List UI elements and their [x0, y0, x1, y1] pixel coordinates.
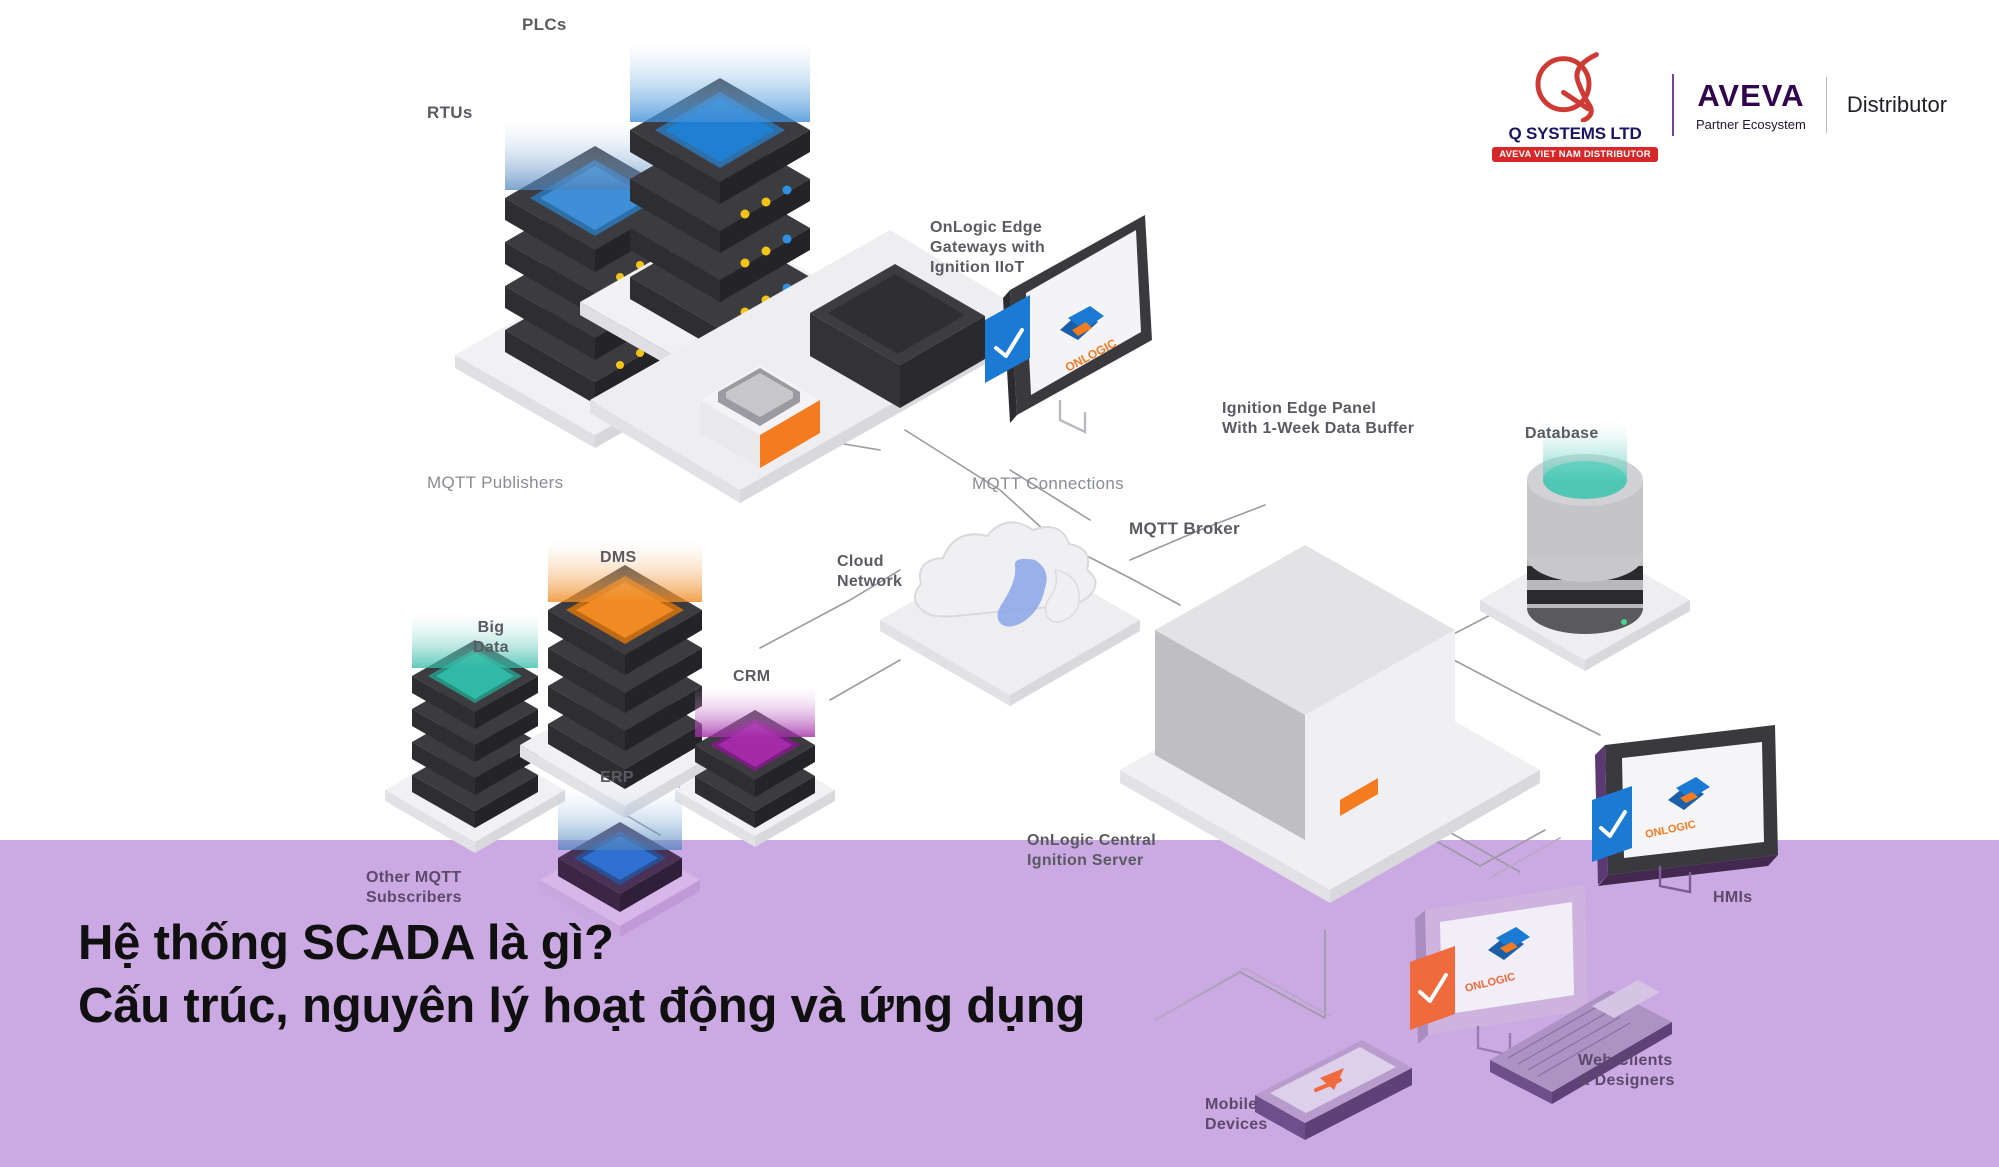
- distributor-label: Distributor: [1846, 92, 1948, 117]
- erp-stack: [540, 788, 700, 937]
- label-cloud-network: Cloud Network: [837, 553, 903, 590]
- label-plcs: PLCs: [522, 15, 567, 34]
- label-mobile-devices: Mobile Devices: [1205, 1096, 1268, 1133]
- label-hmis: HMIs: [1713, 889, 1753, 906]
- aveva-wordmark: AVEVA: [1697, 78, 1805, 113]
- ignition-edge-monitor: ONLOGIC: [985, 215, 1152, 434]
- brand-lockup: Q SYSTEMS LTD AVEVA VIET NAM DISTRIBUTOR…: [1492, 48, 1948, 162]
- label-web-clients-designers: Web Clients & Designers: [1578, 1052, 1675, 1089]
- crm-stack: [675, 686, 835, 847]
- label-other-mqtt-subscribers: Other MQTT Subscribers: [366, 869, 462, 906]
- big-data-stack: [385, 612, 565, 853]
- brand-divider-1: [1672, 74, 1674, 136]
- aveva-tagline: Partner Ecosystem: [1696, 117, 1806, 132]
- label-big-data: Big Data: [473, 619, 509, 656]
- q-systems-logo: Q SYSTEMS LTD AVEVA VIET NAM DISTRIBUTOR: [1492, 48, 1658, 162]
- cloud-network-node: [880, 521, 1140, 706]
- poster-title: Hệ thống SCADA là gì? Cấu trúc, nguyên l…: [78, 912, 1228, 1037]
- keyboard: [1490, 980, 1672, 1104]
- label-ignition-edge-panel: Ignition Edge Panel With 1-Week Data Buf…: [1222, 400, 1415, 437]
- title-line-1: Hệ thống SCADA là gì?: [78, 916, 614, 970]
- bottom-color-band: [0, 840, 1999, 1167]
- title-line-2: Cấu trúc, nguyên lý hoạt động và ứng dụn…: [78, 978, 1086, 1033]
- central-ignition-server: [1120, 545, 1540, 903]
- label-onlogic-edge-gateways: OnLogic Edge Gateways with Ignition IIoT: [930, 219, 1046, 276]
- qs-company-name: Q SYSTEMS LTD: [1508, 124, 1642, 143]
- edge-gateway-hardware: [590, 230, 1040, 503]
- qs-distributor-ribbon: AVEVA VIET NAM DISTRIBUTOR: [1492, 147, 1658, 162]
- brand-divider-2: [1825, 77, 1827, 133]
- hmi-monitor: ONLOGIC: [1592, 725, 1778, 894]
- qs-monogram-icon: [1535, 52, 1599, 122]
- aveva-logo: AVEVA Partner Ecosystem: [1696, 78, 1806, 132]
- label-crm: CRM: [733, 668, 771, 685]
- label-dms: DMS: [600, 549, 637, 566]
- label-mqtt-publishers: MQTT Publishers: [427, 473, 564, 492]
- label-mqtt-connections: MQTT Connections: [972, 474, 1124, 493]
- label-database: Database: [1525, 425, 1599, 442]
- label-rtus: RTUs: [427, 103, 473, 122]
- label-mqtt-broker: MQTT Broker: [1129, 519, 1240, 538]
- label-onlogic-central-ignition-server: OnLogic Central Ignition Server: [1027, 832, 1156, 869]
- dms-stack: [520, 540, 730, 818]
- web-client-monitor: ONLOGIC: [1410, 885, 1588, 1057]
- database-cylinder: [1480, 420, 1690, 671]
- label-erp: ERP: [600, 769, 634, 786]
- mobile-phone: [1255, 1040, 1412, 1140]
